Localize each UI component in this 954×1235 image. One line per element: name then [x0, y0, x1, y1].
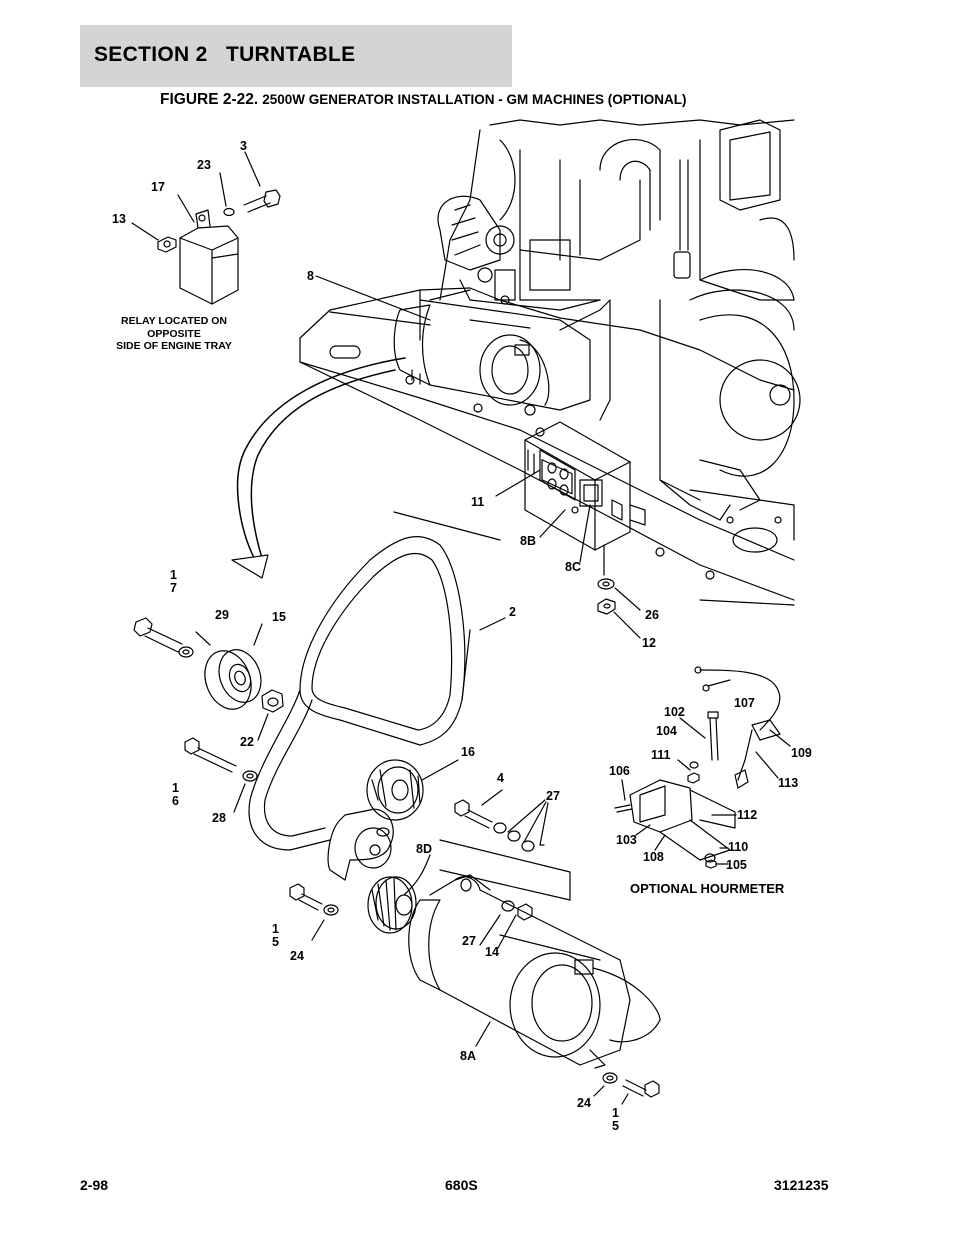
figure-title: FIGURE 2-22. 2500W GENERATOR INSTALLATIO…	[160, 91, 687, 109]
callout-16-bolt: 1 6	[172, 781, 179, 808]
callout-11: 11	[471, 495, 485, 509]
callout-110: 110	[728, 840, 749, 854]
bolt-4-washers-27	[439, 789, 571, 901]
hourmeter-label: OPTIONAL HOURMETER	[630, 881, 785, 896]
callout-24-gen: 24	[577, 1096, 591, 1110]
callout-15-gen: 1 5	[612, 1106, 619, 1133]
callout-107: 107	[734, 696, 755, 710]
callout-13: 13	[112, 212, 126, 226]
callout-109: 109	[791, 746, 812, 760]
callout-2: 2	[509, 605, 516, 619]
callout-17: 1 7	[170, 568, 177, 595]
pulley-8d-assembly	[289, 854, 431, 941]
callout-4: 4	[497, 771, 504, 785]
detail-arrow	[231, 357, 406, 579]
relay-location-note: RELAY LOCATED ON OPPOSITE SIDE OF ENGINE…	[116, 315, 232, 352]
callout-111: 111	[651, 748, 671, 762]
figure-number: FIGURE 2-22.	[160, 91, 259, 108]
callout-17-relay: 17	[151, 180, 165, 194]
callout-108: 108	[643, 850, 664, 864]
callout-26: 26	[645, 608, 659, 622]
callout-8a: 8A	[460, 1049, 476, 1063]
page-number: 2-98	[80, 1177, 109, 1193]
section-header: SECTION 2 TURNTABLE	[80, 25, 512, 87]
bolt-16-washer-28	[184, 737, 258, 813]
callout-27-gen: 27	[462, 934, 476, 948]
idler-pulley-assembly	[133, 617, 284, 741]
figure-caption: 2500W GENERATOR INSTALLATION - GM MACHIN…	[262, 92, 687, 107]
callout-104: 104	[656, 724, 677, 738]
callout-8b: 8B	[520, 534, 536, 548]
generator-8a	[408, 874, 661, 1105]
callout-8c: 8C	[565, 560, 581, 574]
callout-15: 15	[272, 610, 286, 624]
washer-nut-26-12	[597, 578, 641, 639]
engine-block	[299, 119, 801, 606]
document-number: 3121235	[774, 1177, 829, 1193]
callout-14: 14	[485, 945, 499, 959]
relay-detail	[131, 151, 281, 305]
section-title: SECTION 2 TURNTABLE	[94, 43, 356, 66]
callout-105: 105	[726, 858, 747, 872]
callout-3: 3	[240, 139, 247, 153]
callout-12: 12	[642, 636, 656, 650]
callout-16: 16	[461, 745, 475, 759]
installed-generator	[329, 299, 611, 421]
callout-15-bolt: 1 5	[272, 922, 279, 949]
hourmeter-detail	[614, 666, 791, 869]
callout-24: 24	[290, 949, 304, 963]
callout-8: 8	[307, 269, 314, 283]
drive-belt	[248, 536, 506, 851]
callout-27: 27	[546, 789, 560, 803]
callout-29: 29	[215, 608, 229, 622]
callout-106: 106	[609, 764, 630, 778]
callout-102: 102	[664, 705, 685, 719]
callout-103: 103	[616, 833, 637, 847]
callout-113: 113	[778, 776, 799, 790]
callout-23: 23	[197, 158, 211, 172]
callout-112: 112	[737, 808, 758, 822]
callout-22: 22	[240, 735, 254, 749]
callout-8d: 8D	[416, 842, 432, 856]
tensioner-assembly	[327, 759, 459, 881]
model-number: 680S	[445, 1177, 478, 1193]
callout-28: 28	[212, 811, 226, 825]
